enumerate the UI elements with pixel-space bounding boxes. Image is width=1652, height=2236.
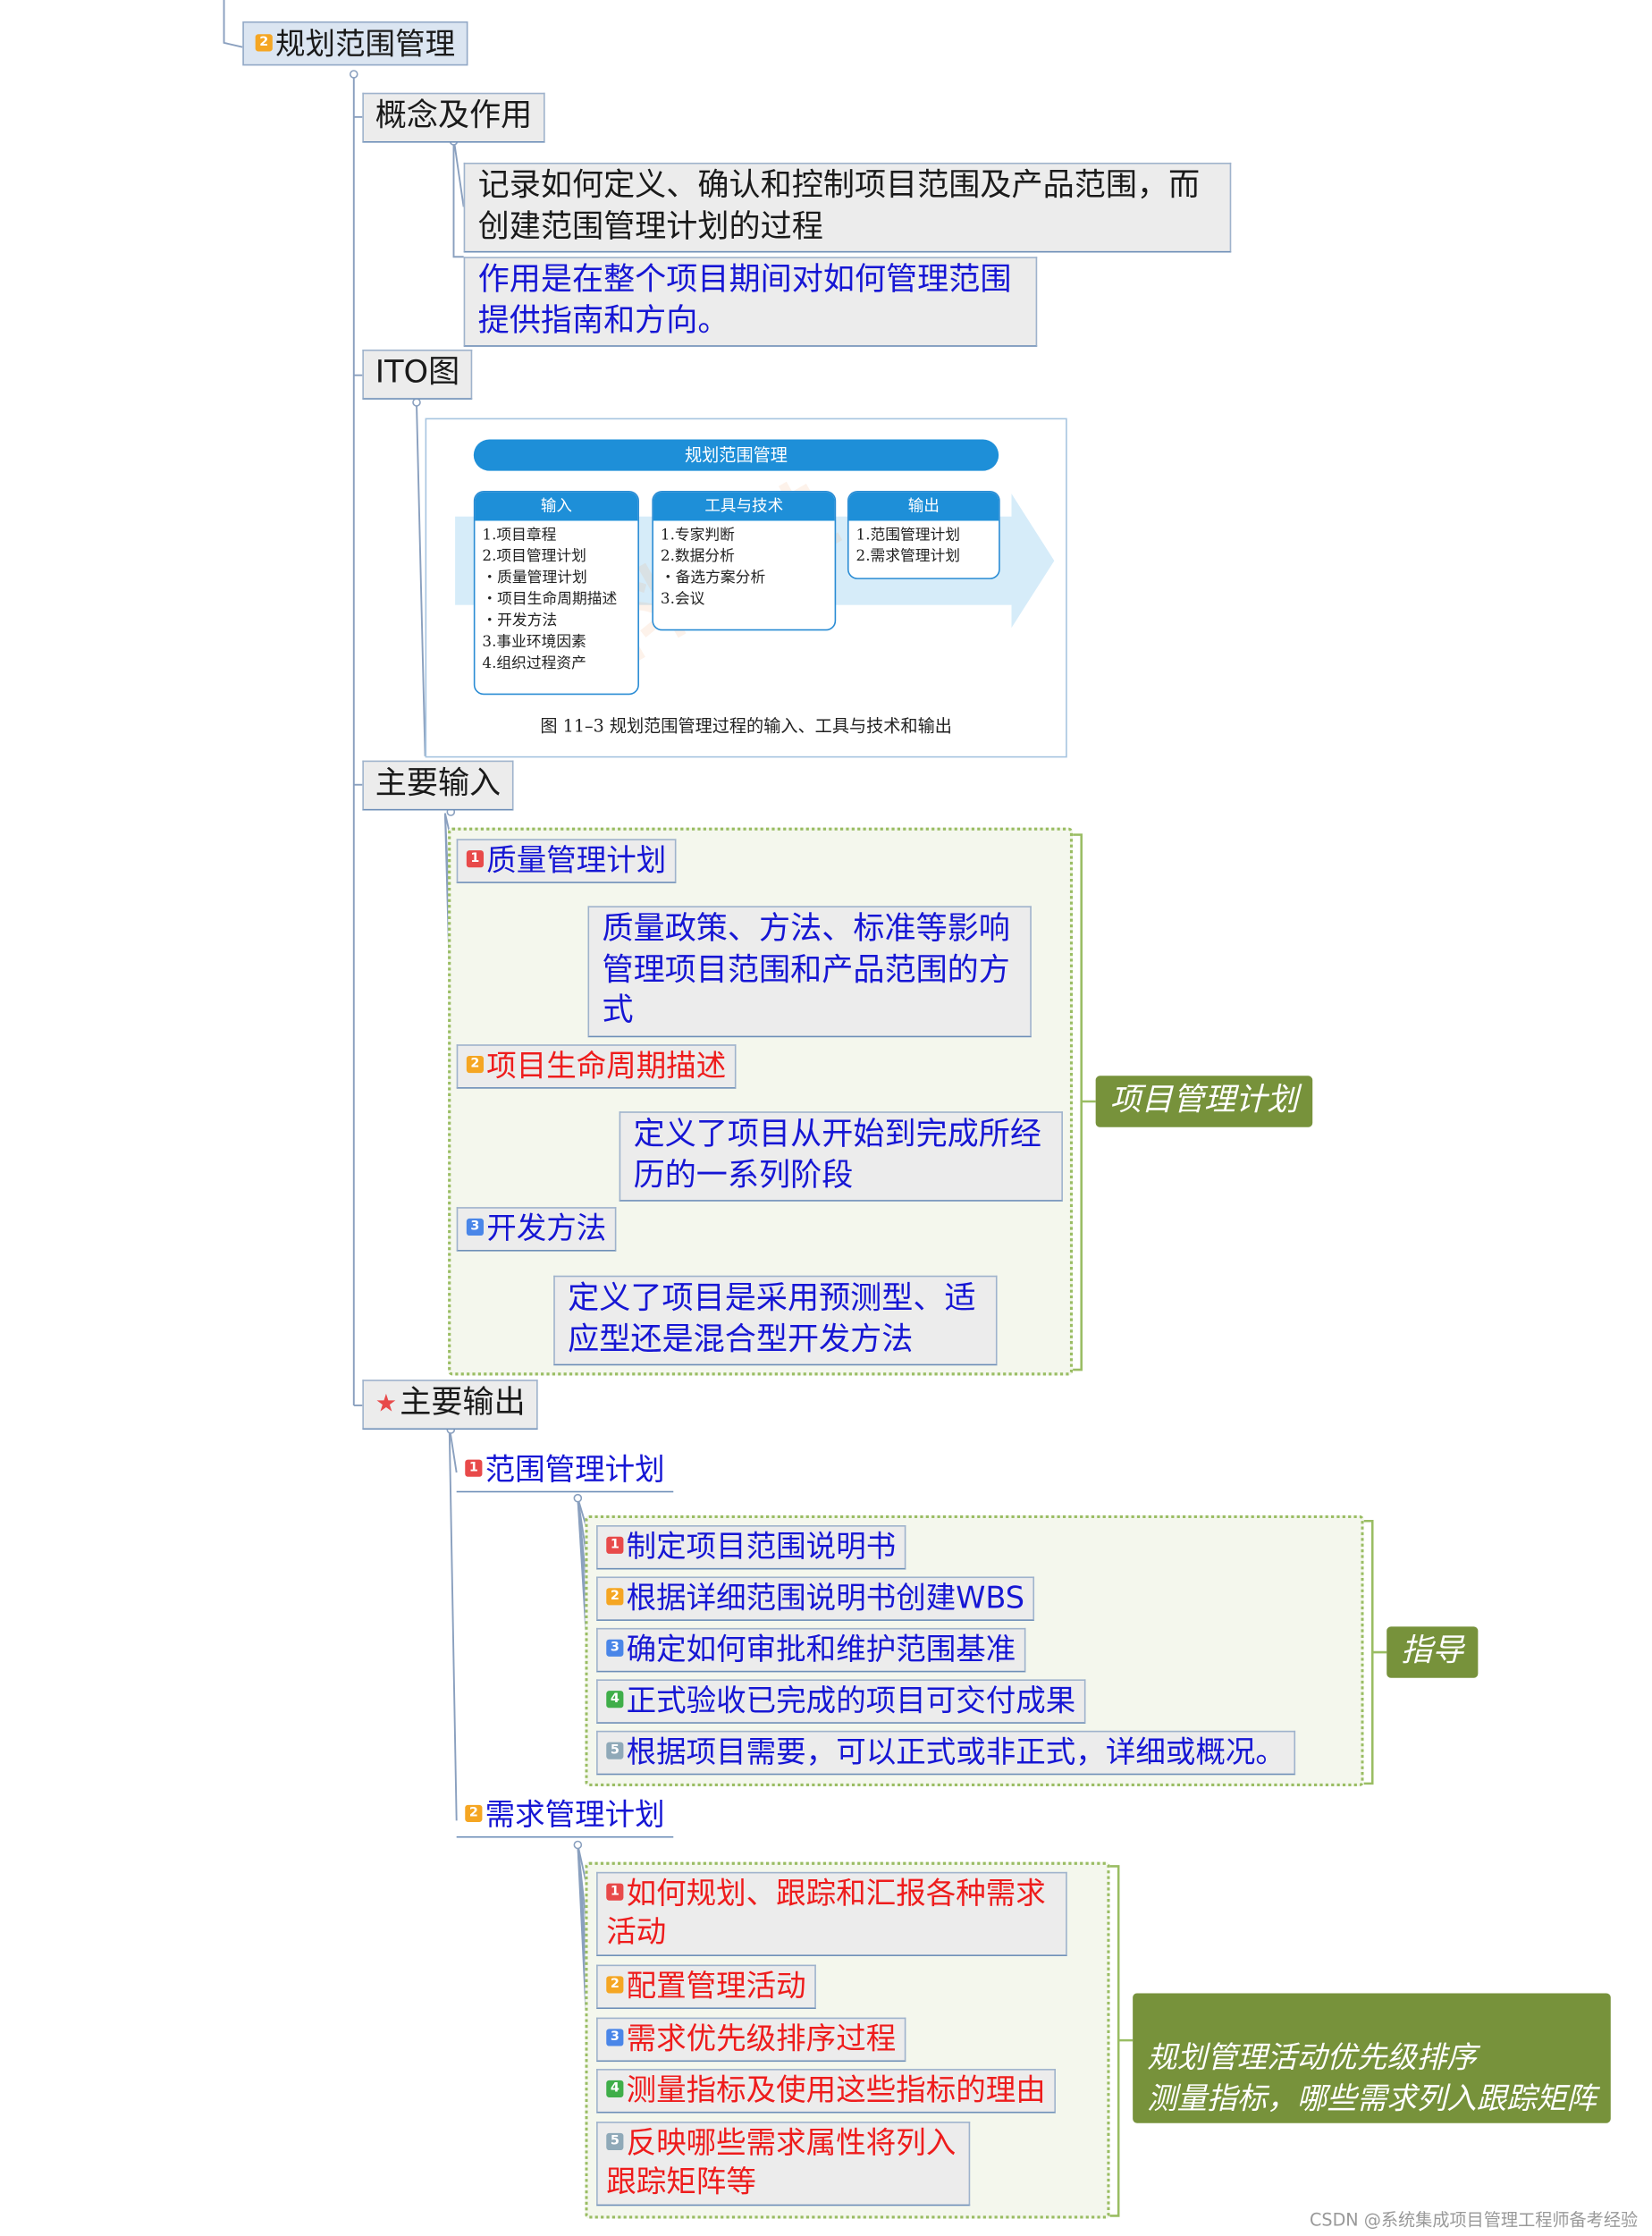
star-icon: ★ — [375, 1389, 398, 1419]
flow-arrow-icon — [1011, 494, 1055, 629]
inputs-item: 1.项目章程 — [482, 526, 557, 544]
tools-item: 3.会议 — [660, 590, 705, 608]
concept-topic[interactable]: 概念及作用 — [362, 92, 545, 142]
priority-2-icon: 2 — [606, 1588, 624, 1606]
tools-item: 2.数据分析 — [660, 547, 735, 565]
tools-item: ・备选方案分析 — [660, 569, 766, 586]
priority-3-icon: 3 — [466, 1218, 485, 1236]
priority-1-icon: 1 — [606, 1883, 624, 1901]
priority-1-icon: 1 — [606, 1536, 624, 1554]
req-plan-summary[interactable]: 规划管理活动优先级排序 测量指标，哪些需求列入跟踪矩阵 — [1133, 1993, 1611, 2123]
priority-3-icon: 3 — [606, 2029, 624, 2046]
ito-outputs-list: 1.范围管理计划 2.需求管理计划 — [849, 521, 999, 572]
ito-figure-caption: 图 11–3 规划范围管理过程的输入、工具与技术和输出 — [540, 716, 952, 737]
input-desc-dev-approach[interactable]: 定义了项目是采用预测型、适应型还是混合型开发方法 — [553, 1275, 998, 1366]
inputs-item: ・项目生命周期描述 — [482, 590, 618, 608]
ito-figure-image: 科科蛙 规划范围管理 输入 1.项目章程2.项目管理计划・质量管理计划・项目生命… — [425, 418, 1067, 758]
inputs-summary[interactable]: 项目管理计划 — [1095, 1076, 1313, 1127]
concept-role[interactable]: 作用是在整个项目期间对如何管理范围提供指南和方向。 — [463, 257, 1038, 348]
priority-2-icon: 2 — [255, 34, 273, 52]
ito-inputs-list: 1.项目章程 2.项目管理计划・质量管理计划・项目生命周期描述・开发方法 3.事业环… — [475, 521, 637, 679]
priority-1-icon: 1 — [465, 1459, 483, 1477]
priority-2-icon: 2 — [465, 1804, 483, 1822]
tools-item: 1.专家判断 — [660, 526, 735, 544]
outputs-topic[interactable]: ★主要输出 — [362, 1380, 539, 1430]
ito-topic[interactable]: ITO图 — [362, 349, 473, 400]
concept-description[interactable]: 记录如何定义、确认和控制项目范围及产品范围，而创建范围管理计划的过程 — [463, 162, 1232, 253]
outputs-item: 2.需求管理计划 — [856, 547, 961, 565]
inputs-item: 4.组织过程资产 — [482, 654, 586, 672]
inputs-item: ・开发方法 — [482, 612, 558, 629]
input-desc-quality-plan[interactable]: 质量政策、方法、标准等影响管理项目范围和产品范围的方式 — [587, 906, 1032, 1037]
inputs-topic[interactable]: 主要输入 — [362, 760, 514, 810]
priority-4-icon: 4 — [606, 1691, 624, 1709]
priority-1-icon: 1 — [466, 850, 485, 868]
ito-inputs-head: 输入 — [475, 492, 638, 521]
priority-5-icon: 5 — [606, 2132, 624, 2151]
ito-outputs-head: 输出 — [848, 492, 999, 521]
priority-3-icon: 3 — [606, 1639, 624, 1657]
input-desc-lifecycle[interactable]: 定义了项目从开始到完成所经历的一系列阶段 — [619, 1111, 1063, 1202]
root-label: 规划范围管理 — [275, 27, 456, 62]
ito-outputs-box: 输出 1.范围管理计划 2.需求管理计划 — [847, 490, 1000, 579]
priority-2-icon: 2 — [606, 1976, 624, 1994]
ito-figure-title: 规划范围管理 — [473, 439, 999, 471]
inputs-item: 3.事业环境因素 — [482, 633, 586, 651]
ito-inputs-box: 输入 1.项目章程 2.项目管理计划・质量管理计划・项目生命周期描述・开发方法 3.… — [473, 490, 639, 696]
priority-2-icon: 2 — [466, 1055, 485, 1074]
ito-tools-head: 工具与技术 — [653, 492, 835, 521]
footer-credit: CSDN @系统集成项目管理工程师备考经验 — [1310, 2210, 1639, 2231]
ito-tools-list: 1.专家判断 2.数据分析・备选方案分析 3.会议 — [653, 521, 835, 615]
scope-plan-summary[interactable]: 指导 — [1386, 1626, 1479, 1678]
priority-5-icon: 5 — [606, 1742, 624, 1759]
inputs-item: 2.项目管理计划 — [482, 547, 586, 565]
priority-4-icon: 4 — [606, 2080, 624, 2097]
inputs-item: ・质量管理计划 — [482, 569, 587, 586]
ito-tools-box: 工具与技术 1.专家判断 2.数据分析・备选方案分析 3.会议 — [652, 490, 837, 631]
outputs-item: 1.范围管理计划 — [856, 526, 961, 544]
